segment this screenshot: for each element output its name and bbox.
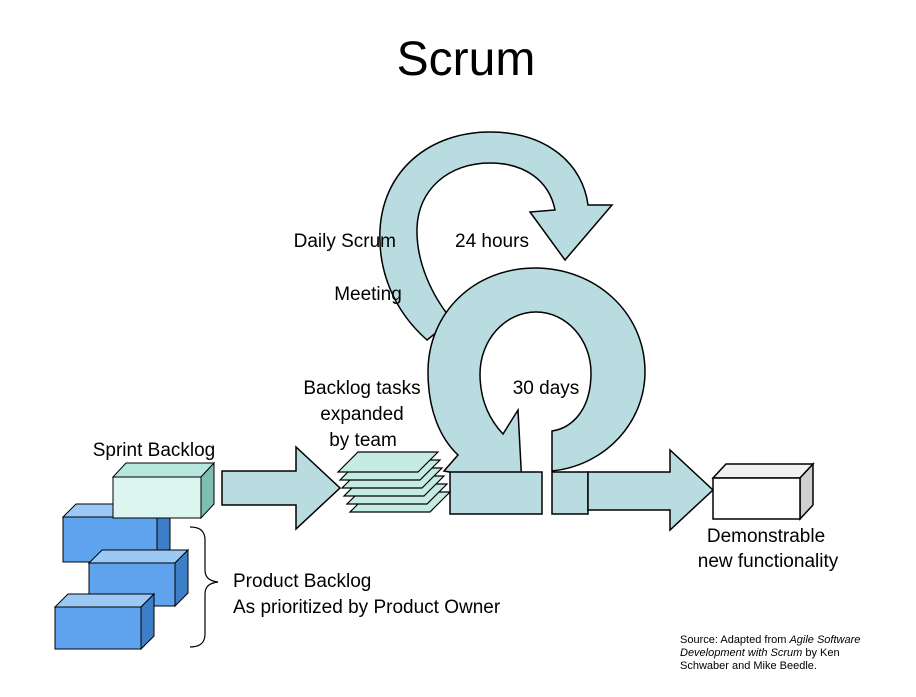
sprint-backlog-label: Sprint Backlog [93, 440, 216, 461]
product-box-2-top [87, 549, 190, 564]
backlog-tasks-label-1: Backlog tasks [303, 378, 420, 399]
demonstrable-label-1: Demonstrable [707, 526, 825, 547]
product-backlog-sublabel: As prioritized by Product Owner [233, 597, 501, 618]
product-backlog-brace [189, 526, 219, 648]
product-box-3-top [53, 593, 156, 608]
sprint-frame-right [551, 471, 589, 515]
output-box-top [711, 463, 815, 479]
product-box-3-front [54, 606, 142, 650]
sprint-box-front [112, 476, 202, 519]
page-title: Scrum [397, 33, 536, 86]
task-cards-stack [336, 451, 452, 513]
arrow-to-tasks [221, 445, 342, 531]
demonstrable-label-2: new functionality [698, 551, 839, 572]
daily-scrum-label-1: Daily Scrum [294, 231, 396, 252]
backlog-tasks-label-2: expanded [320, 404, 403, 425]
days-label: 30 days [513, 378, 580, 399]
sprint-loop-arrow [427, 267, 646, 487]
source-line-1: Source: Adapted from Agile Software [680, 634, 860, 646]
product-backlog-boxes [53, 502, 190, 651]
output-box [711, 462, 815, 521]
backlog-tasks-label-3: by team [329, 430, 397, 451]
product-backlog-label: Product Backlog [233, 571, 371, 592]
sprint-backlog-box [111, 461, 216, 520]
arrow-to-output [587, 448, 715, 532]
sprint-frame-left [449, 471, 543, 515]
daily-loop-arrow [379, 131, 614, 341]
hours-label: 24 hours [455, 231, 529, 252]
source-line-2: Development with Scrum by Ken [680, 647, 840, 659]
daily-scrum-label-2: Meeting [334, 284, 402, 305]
output-box-front [712, 477, 801, 520]
task-card [336, 451, 440, 473]
source-line-3: Schwaber and Mike Beedle. [680, 660, 817, 672]
sprint-box-top [111, 462, 216, 478]
